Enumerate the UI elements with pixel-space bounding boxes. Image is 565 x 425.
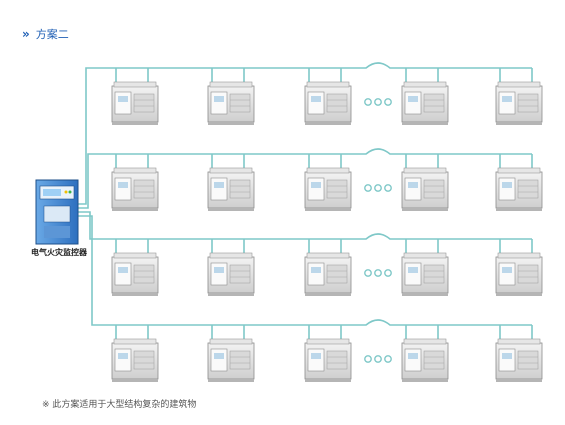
modules <box>111 81 543 382</box>
feeder-wire <box>78 153 116 209</box>
module-icon <box>401 338 449 382</box>
controller-icon <box>35 179 79 245</box>
page-title: 方案二 <box>35 28 69 41</box>
module-icon <box>111 338 159 382</box>
ellipsis-icon <box>374 184 382 192</box>
module-icon <box>304 252 352 296</box>
ellipsis-icon <box>364 269 372 277</box>
controller-label: 电气火灾监控器 <box>31 248 87 257</box>
module-icon <box>495 81 543 125</box>
ellipsis-icon <box>364 98 372 106</box>
module-icon <box>207 338 255 382</box>
module-icon <box>111 252 159 296</box>
bus-wire <box>116 233 532 240</box>
module-icon <box>304 81 352 125</box>
module-icon <box>207 81 255 125</box>
module-icon <box>495 338 543 382</box>
ellipsis-icon <box>384 355 392 363</box>
bus-wire <box>116 62 532 69</box>
module-icon <box>304 167 352 211</box>
ellipsis-icon <box>374 98 382 106</box>
bus-wire <box>116 319 532 326</box>
section-header: » 方案二 <box>22 26 69 42</box>
ellipsis-icon <box>364 355 372 363</box>
module-icon <box>207 252 255 296</box>
ellipsis-icon <box>364 184 372 192</box>
module-icon <box>401 167 449 211</box>
module-icon <box>111 167 159 211</box>
ellipsis-icon <box>374 269 382 277</box>
footnote: ※ 此方案适用于大型结构复杂的建筑物 <box>42 400 197 410</box>
feeder-wire <box>78 211 116 240</box>
module-icon <box>304 338 352 382</box>
bus-wire <box>116 148 532 155</box>
module-icon <box>111 81 159 125</box>
module-icon <box>495 167 543 211</box>
module-icon <box>495 252 543 296</box>
ellipsis-icon <box>384 98 392 106</box>
feeder-wire <box>78 67 116 205</box>
module-icon <box>401 81 449 125</box>
ellipsis-icon <box>374 355 382 363</box>
ellipsis-icon <box>384 184 392 192</box>
ellipsis-icon <box>384 269 392 277</box>
feeder-wire <box>78 215 116 326</box>
chevron-icon: » <box>22 27 30 41</box>
module-icon <box>207 167 255 211</box>
module-icon <box>401 252 449 296</box>
